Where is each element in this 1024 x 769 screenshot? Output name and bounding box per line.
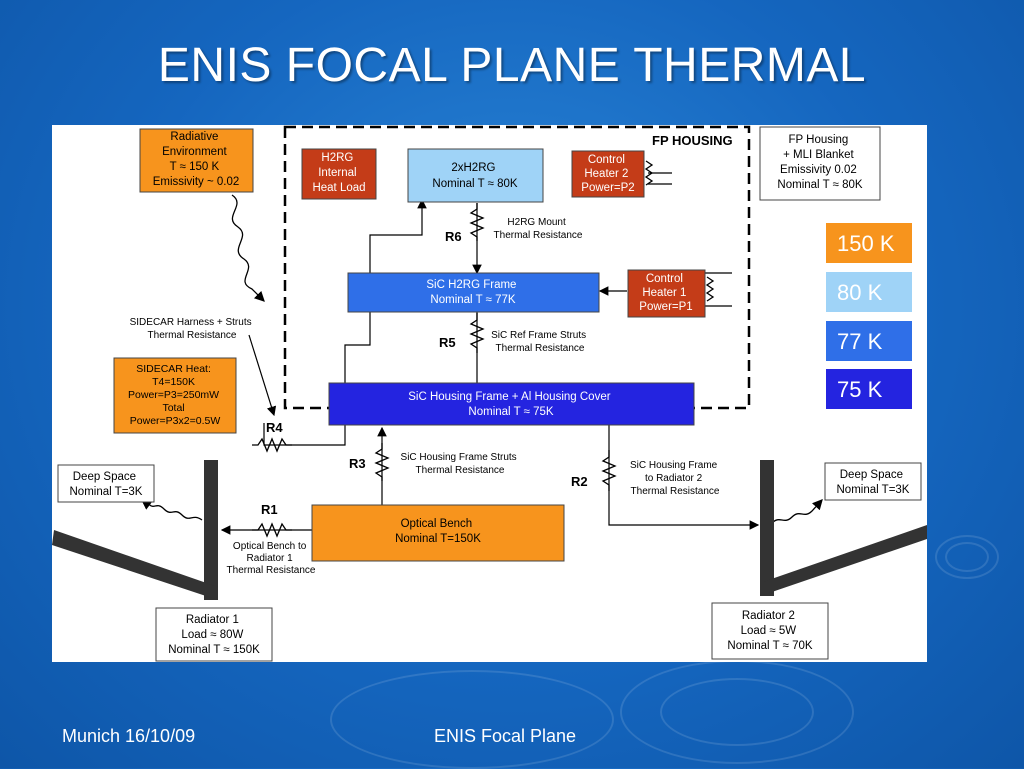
resistor-r3 [374, 443, 390, 481]
temperature-legend: 150 K 80 K 77 K 75 K [826, 223, 912, 409]
control-heater2-text: Control Heater 2 Power=P2 [581, 154, 634, 194]
control-heater1-text: Control Heater 1 Power=P1 [639, 273, 692, 313]
deep-space-right-box [824, 462, 922, 501]
control-heater2-box [571, 150, 645, 198]
resistor-r4 [252, 437, 292, 453]
r3-label: R3 [349, 456, 366, 471]
housing-frame-box [328, 382, 695, 426]
legend-label-75k: 75 K [837, 377, 883, 402]
sic-frame-box [347, 272, 600, 313]
deep-space-left-text: Deep Space Nominal T=3K [70, 471, 143, 498]
footer-title: ENIS Focal Plane [434, 726, 577, 746]
slide-title: ENIS FOCAL PLANE THERMAL [157, 39, 867, 92]
radiative-env-box [139, 128, 254, 193]
radiation-squiggles [141, 194, 823, 524]
radiator-2-structure [760, 460, 927, 596]
sidecar-heat-box [113, 357, 237, 434]
deep-space-right-text: Deep Space Nominal T=3K [837, 469, 910, 496]
r6-label: R6 [445, 229, 462, 244]
r4-label: R4 [266, 420, 283, 435]
deep-space-left-box [57, 464, 155, 503]
resistor-heater1 [705, 276, 715, 302]
thermal-diagram: FP HOUSING [52, 125, 927, 662]
legend-swatch-77k [826, 321, 912, 361]
radiator2-box [711, 602, 829, 660]
sidecar-harness-desc: SIDECAR Harness + Struts Thermal Resista… [130, 317, 255, 341]
resistor-heater2 [644, 160, 654, 186]
h2rg-text: 2xH2RG Nominal T ≈ 80K [432, 162, 517, 190]
legend-label-77k: 77 K [837, 329, 883, 354]
h2rg-box [407, 148, 544, 203]
legend-swatch-75k [826, 369, 912, 409]
fp-housing-label: FP HOUSING [652, 133, 733, 148]
optical-bench-text: Optical Bench Nominal T=150K [395, 518, 481, 545]
radiator-1-structure [52, 460, 218, 600]
ripple-decoration [935, 535, 999, 579]
r1-label: R1 [261, 502, 278, 517]
ripple-decoration [660, 678, 814, 746]
r2-desc: SiC Housing Frame to Radiator 2 Thermal … [630, 460, 720, 497]
radiator1-box [155, 607, 273, 662]
housing-frame-text: SiC Housing Frame + Al Housing Cover Nom… [408, 391, 614, 418]
r2-label: R2 [571, 474, 588, 489]
r1-desc: Optical Bench to Radiator 1 Thermal Resi… [227, 541, 316, 576]
radiative-env-text: Radiative Environment T ≈ 150 K Emissivi… [153, 131, 240, 188]
diagram-panel: FP HOUSING [52, 125, 927, 662]
resistor-symbols [252, 160, 715, 538]
resistor-r2 [601, 450, 617, 491]
resistor-r6 [469, 203, 485, 241]
legend-swatch-80k [826, 272, 912, 312]
control-heater1-box [627, 269, 706, 318]
sic-frame-text: SiC H2RG Frame Nominal T ≈ 77K [426, 279, 519, 306]
r5-label: R5 [439, 335, 456, 350]
legend-label-80k: 80 K [837, 280, 883, 305]
ripple-decoration [945, 542, 989, 572]
fp-housing-note-box [759, 126, 881, 201]
h2rg-heat-box [301, 148, 377, 200]
r5-desc: SiC Ref Frame Struts Thermal Resistance [491, 330, 589, 354]
radiator2-text: Radiator 2 Load ≈ 5W Nominal T ≈ 70K [727, 610, 812, 652]
sidecar-heat-text: SIDECAR Heat: T4=150K Power=P3=250mW Tot… [128, 363, 222, 427]
h2rg-heat-text: H2RG Internal Heat Load [312, 152, 365, 194]
legend-swatch-150k [826, 223, 912, 263]
optical-bench-box [311, 504, 565, 562]
fp-housing-note-text: FP Housing + MLI Blanket Emissivity 0.02… [777, 134, 862, 191]
legend-label-150k: 150 K [837, 231, 895, 256]
ripple-decoration [330, 670, 614, 769]
r6-desc: H2RG Mount Thermal Resistance [494, 217, 583, 241]
r3-desc: SiC Housing Frame Struts Thermal Resista… [401, 452, 520, 476]
footer-date: Munich 16/10/09 [62, 726, 196, 746]
resistor-r5 [469, 313, 485, 353]
radiator1-text: Radiator 1 Load ≈ 80W Nominal T ≈ 150K [168, 614, 260, 656]
resistor-r1 [252, 522, 292, 538]
